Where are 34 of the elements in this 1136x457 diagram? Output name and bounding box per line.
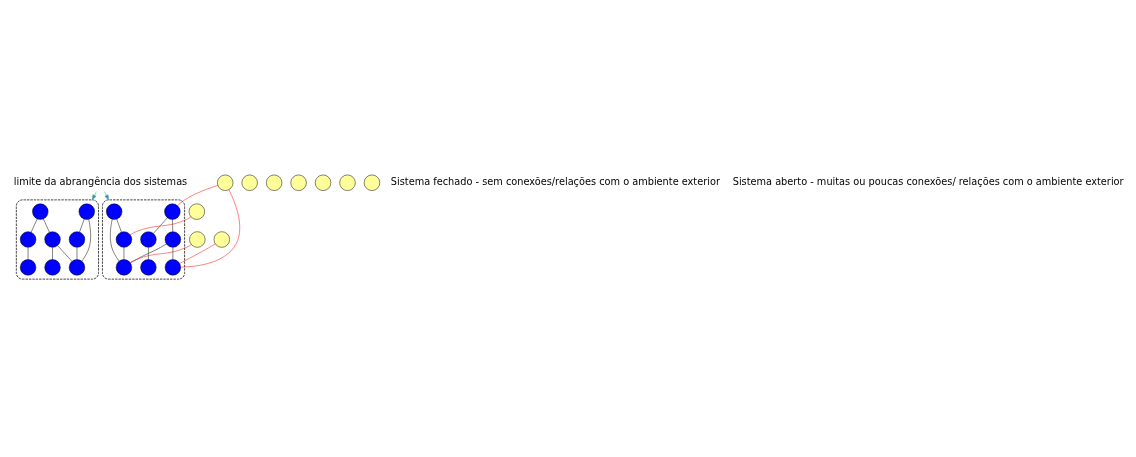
node-circle xyxy=(115,259,133,276)
node-circle xyxy=(32,203,49,220)
node-circle xyxy=(68,231,86,248)
cluster xyxy=(15,199,99,280)
node-circle xyxy=(164,203,181,220)
node-circle xyxy=(68,259,86,276)
label: Sistema fechado - sem conexões/relações com o ambiente exterior xyxy=(390,176,720,188)
node-circle xyxy=(241,174,258,191)
node-circle xyxy=(20,231,37,248)
node-circle xyxy=(213,231,230,248)
node-circle xyxy=(78,203,95,220)
arrow xyxy=(92,191,97,201)
node-circle xyxy=(164,259,181,276)
cluster xyxy=(102,199,185,280)
connector xyxy=(130,244,192,263)
node-circle xyxy=(140,259,157,276)
arrow xyxy=(104,191,109,201)
node-circle xyxy=(290,174,307,191)
node-circle xyxy=(140,231,157,248)
node-circle xyxy=(189,231,206,248)
node-circle xyxy=(115,231,133,248)
node-circle xyxy=(106,203,123,220)
node-circle xyxy=(314,174,332,191)
node-text: limite da abrangência dos sistemas xyxy=(13,176,188,188)
node-circle xyxy=(164,231,181,248)
node-circle xyxy=(363,174,381,191)
node-circle xyxy=(188,203,205,220)
node-circle xyxy=(20,259,37,276)
node-circle xyxy=(44,231,61,248)
node-circle xyxy=(339,174,356,191)
node-circle xyxy=(44,259,61,276)
label: Sistema aberto - muitas ou poucas conexões/ relações com o ambiente exterior xyxy=(732,176,1124,188)
node-circle xyxy=(266,174,283,191)
node-circle xyxy=(217,174,234,191)
